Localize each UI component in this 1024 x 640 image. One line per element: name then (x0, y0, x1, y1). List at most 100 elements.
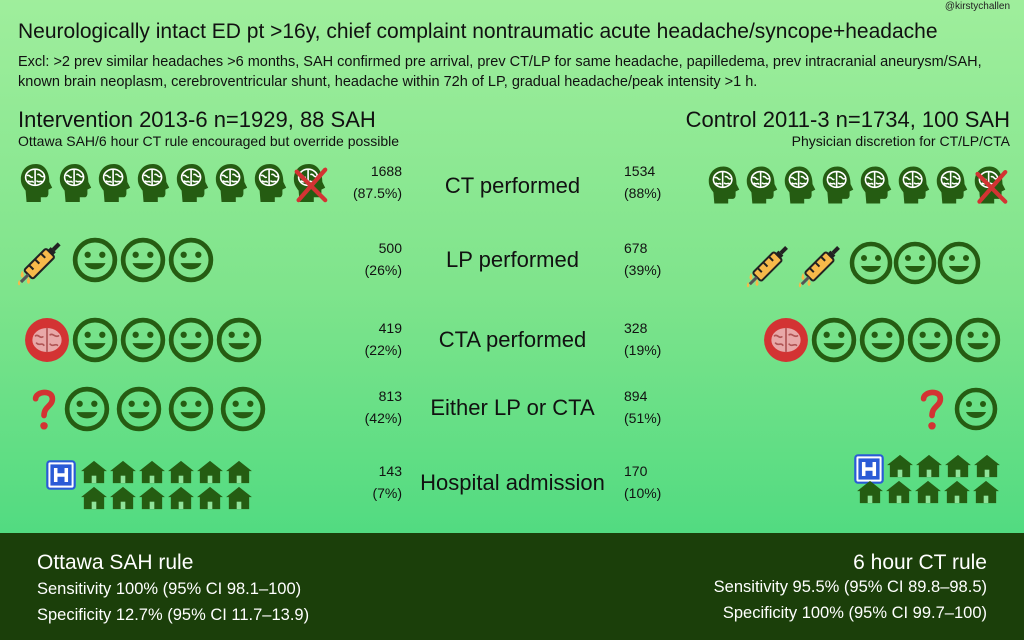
house-icon (167, 486, 195, 510)
intervention-ct-pct: (87.5%) (352, 185, 402, 201)
author-handle: @kirstychallen (944, 1, 1010, 12)
house-icon (943, 480, 971, 504)
control-cta-pct: (19%) (624, 342, 662, 358)
ct-rule-sensitivity: Sensitivity 95.5% (95% CI 89.8–98.5) (713, 578, 987, 596)
intervention-ct-count: 1688 (370, 163, 402, 179)
intervention-lp-pct: (26%) (364, 262, 402, 278)
smiley-icon (120, 237, 166, 283)
control-cta-count: 328 (624, 320, 648, 336)
intervention-either-icons (30, 385, 266, 433)
brain-head-icon (96, 162, 134, 204)
brain-icon (24, 317, 70, 363)
house-icon (138, 460, 166, 484)
control-ct-pct: (88%) (624, 185, 662, 201)
ottawa-rule-sensitivity: Sensitivity 100% (95% CI 98.1–100) (37, 580, 302, 598)
control-admission-count: 170 (624, 463, 648, 479)
outcome-row-ct: 1688 (87.5%) CT performed 1534 (88%) (0, 160, 1024, 220)
intervention-lp-values: 500 (26%) (340, 237, 402, 281)
syringe-icon (745, 237, 797, 289)
control-lp-count: 678 (624, 240, 648, 256)
brain-head-icon (18, 162, 56, 204)
smiley-icon (72, 237, 118, 283)
brain-head-icon (57, 162, 95, 204)
control-lp-pct: (39%) (624, 262, 662, 278)
house-icon (138, 486, 166, 510)
ottawa-rule-specificity: Specificity 12.7% (95% CI 11.7–13.9) (37, 606, 310, 624)
intervention-ct-values: 1688 (87.5%) (340, 160, 402, 204)
smiley-icon (811, 317, 857, 363)
ct-rule-specificity: Specificity 100% (95% CI 99.7–100) (722, 604, 987, 622)
intervention-cta-icons (24, 317, 262, 363)
house-icon (944, 454, 972, 478)
house-icon (196, 460, 224, 484)
smiley-icon (859, 317, 905, 363)
smiley-icon (955, 317, 1001, 363)
outcome-row-admission: 143 (7%) Hospital admission 170 (10%) (0, 458, 1024, 524)
house-icon (109, 486, 137, 510)
intervention-ct-icons (18, 162, 329, 204)
outcome-row-lp: 500 (26%) LP performed 678 (39%) (0, 233, 1024, 293)
intervention-admission-values: 143 (7%) (340, 460, 402, 504)
page-title: Neurologically intact ED pt >16y, chief … (18, 20, 938, 43)
brain-icon (763, 317, 809, 363)
brain-head-icon (135, 162, 173, 204)
control-either-icons (918, 385, 998, 433)
house-icon (196, 486, 224, 510)
smiley-icon (907, 317, 953, 363)
syringe-icon (797, 237, 849, 289)
smiley-icon (893, 241, 937, 285)
brain-head-icon (706, 164, 743, 206)
house-icon (80, 486, 108, 510)
outcome-label: CT performed (444, 173, 581, 198)
house-icon (856, 480, 884, 504)
crossed-head-icon (291, 162, 329, 204)
intervention-cta-count: 419 (378, 320, 402, 336)
intervention-either-count: 813 (378, 388, 402, 404)
smiley-icon (168, 317, 214, 363)
control-cta-values: 328 (19%) (624, 317, 686, 361)
control-lp-values: 678 (39%) (624, 237, 686, 281)
brain-head-icon (744, 164, 781, 206)
house-icon (914, 480, 942, 504)
brain-head-icon (782, 164, 819, 206)
brain-head-icon (174, 162, 212, 204)
hospital-icon (46, 460, 76, 490)
intervention-lp-count: 500 (378, 240, 402, 256)
intervention-either-values: 813 (42%) (340, 385, 402, 429)
house-icon (885, 480, 913, 504)
ct-rule-title: 6 hour CT rule (853, 551, 987, 574)
smiley-icon (168, 237, 214, 283)
control-title: Control 2011-3 n=1734, 100 SAH (685, 107, 1010, 132)
intervention-either-pct: (42%) (364, 410, 402, 426)
control-either-values: 894 (51%) (624, 385, 686, 429)
house-icon (225, 460, 253, 484)
smiley-icon (120, 317, 166, 363)
control-lp-icons (745, 237, 981, 289)
house-icon (973, 454, 1001, 478)
intervention-subtitle: Ottawa SAH/6 hour CT rule encouraged but… (18, 133, 400, 149)
smiley-icon (937, 241, 981, 285)
smiley-icon (168, 386, 214, 432)
smiley-icon (216, 317, 262, 363)
intervention-cta-values: 419 (22%) (340, 317, 402, 361)
control-admission-values: 170 (10%) (624, 460, 686, 504)
outcome-row-lp-or-cta: 813 (42%) Either LP or CTA 894 (51%) (0, 385, 1024, 445)
house-icon (886, 454, 914, 478)
intervention-admission-pct: (7%) (372, 485, 402, 501)
control-ct-count: 1534 (624, 163, 656, 179)
house-icon (915, 454, 943, 478)
footer-panel: Ottawa SAH rule Sensitivity 100% (95% CI… (0, 533, 1024, 640)
control-ct-icons (706, 164, 1009, 206)
brain-head-icon (213, 162, 251, 204)
smiley-icon (954, 387, 998, 431)
intervention-lp-icons (16, 233, 214, 287)
intervention-title: Intervention 2013-6 n=1929, 88 SAH (18, 107, 376, 132)
brain-head-icon (252, 162, 290, 204)
brain-head-icon (934, 164, 971, 206)
control-either-pct: (51%) (624, 410, 662, 426)
smiley-icon (72, 317, 118, 363)
smiley-icon (116, 386, 162, 432)
control-admission-pct: (10%) (624, 485, 662, 501)
house-icon (972, 480, 1000, 504)
smiley-icon (64, 386, 110, 432)
